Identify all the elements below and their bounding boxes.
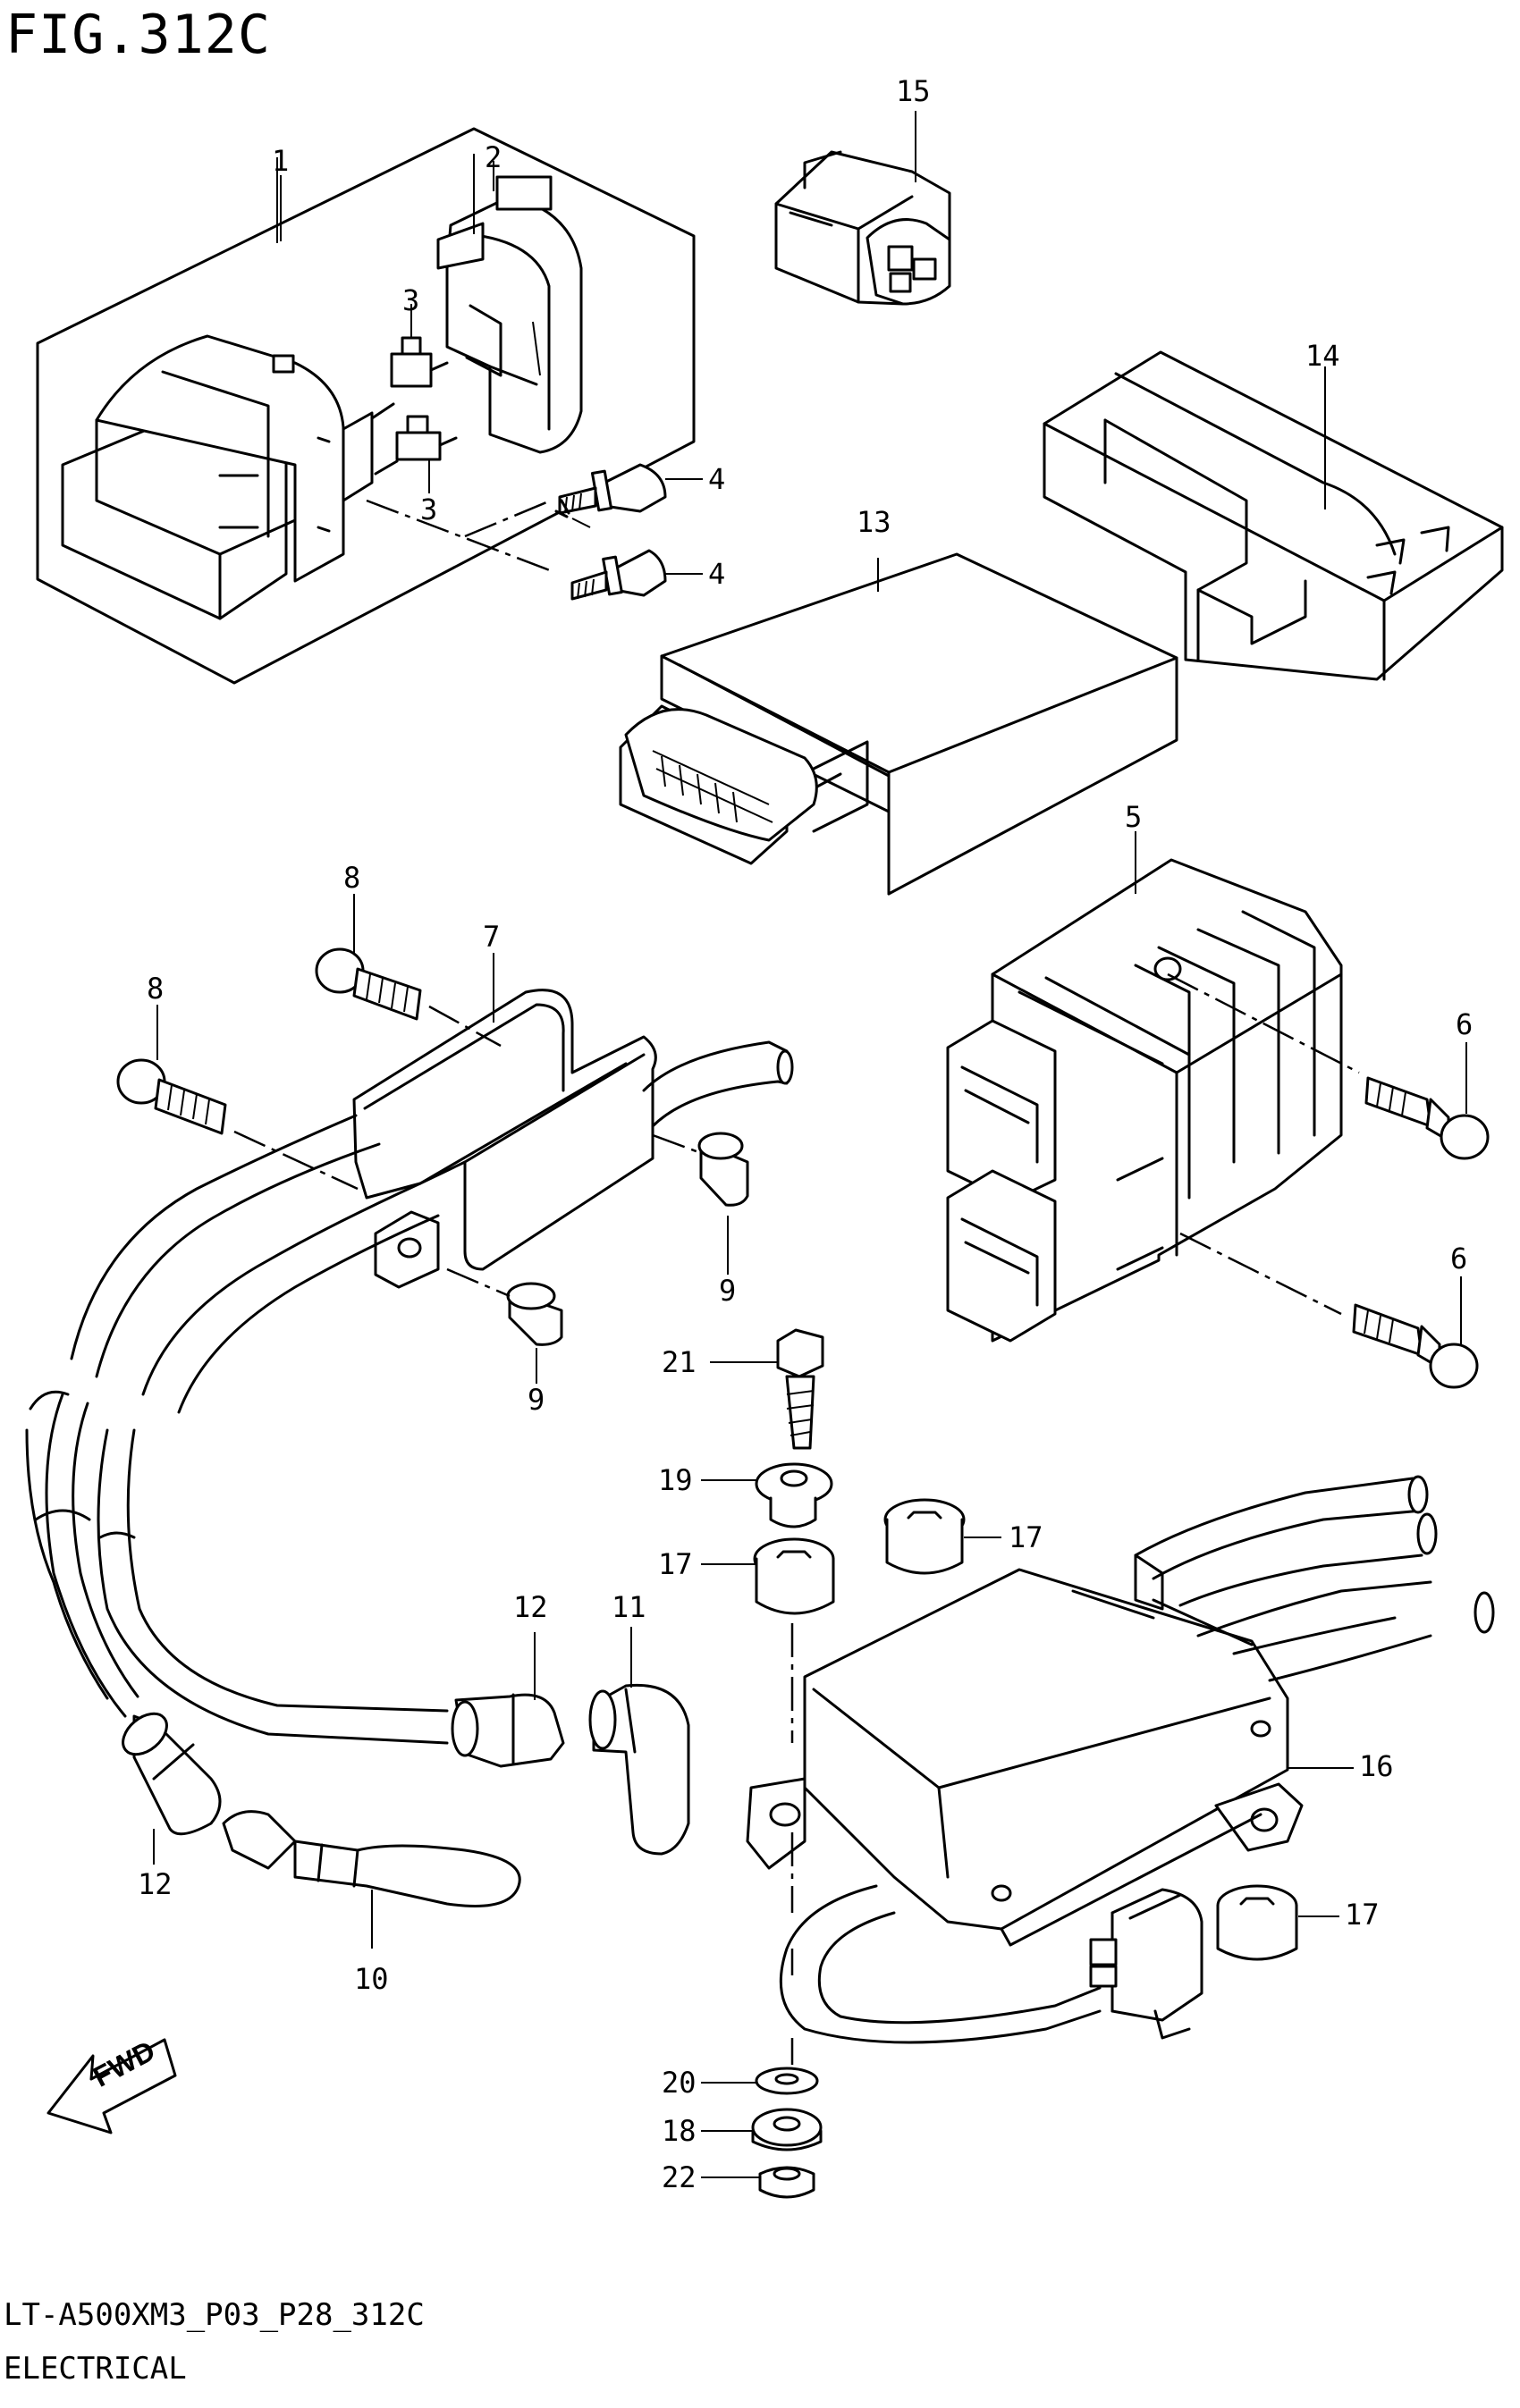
grommet-17-center [753, 1537, 835, 1615]
callout-8-lower: 8 [147, 972, 165, 1006]
leader-lines-top [276, 154, 475, 243]
grommet-17-right [1216, 1884, 1298, 1961]
relay-cover [436, 175, 583, 454]
callout-4-lower: 4 [708, 557, 726, 591]
assembly-line [366, 499, 555, 574]
callout-19: 19 [658, 1463, 693, 1497]
callout-3-upper: 3 [402, 283, 420, 317]
figure-code: LT-A500XM3_P03_P28_312C [4, 2297, 425, 2333]
washer-20 [755, 2067, 819, 2095]
callout-6-upper: 6 [1456, 1007, 1474, 1041]
callout-21: 21 [662, 1345, 697, 1379]
figure-title: FIG.312C [5, 4, 271, 66]
callout-20: 20 [662, 2066, 697, 2100]
callout-11: 11 [612, 1590, 646, 1624]
callout-22: 22 [662, 2160, 697, 2194]
bolt-6-lower [1352, 1303, 1479, 1389]
callout-7: 7 [483, 920, 501, 954]
assembly-line [446, 1267, 511, 1298]
callout-5: 5 [1125, 800, 1143, 834]
screw-upper [558, 463, 667, 515]
assembly-line [1167, 972, 1360, 1074]
callout-17-right: 17 [1345, 1898, 1380, 1932]
callout-10: 10 [354, 1962, 389, 1996]
collar-9-lower [506, 1282, 563, 1346]
callout-12-lower: 12 [138, 1867, 173, 1901]
assembly-line [464, 499, 552, 538]
callout-16: 16 [1359, 1749, 1394, 1783]
fuse-lower [395, 415, 458, 461]
bolt-6-upper [1364, 1076, 1490, 1160]
collar-19 [755, 1462, 833, 1528]
callout-14: 14 [1305, 339, 1340, 373]
callout-3-lower: 3 [420, 493, 438, 526]
callout-2: 2 [485, 140, 502, 174]
callout-1: 1 [272, 144, 290, 178]
assembly-line [1179, 1232, 1342, 1316]
fwd-arrow-icon [46, 2038, 177, 2134]
callout-17-top: 17 [1009, 1520, 1043, 1554]
nut-22 [758, 2166, 815, 2199]
callout-6-lower: 6 [1450, 1242, 1468, 1276]
rubber-boot-12-upper [451, 1693, 565, 1768]
starter-relay [61, 334, 374, 620]
starter-relay-assembly-frame [36, 127, 696, 685]
control-unit-harness [1134, 1475, 1495, 1682]
assembly-line [652, 1133, 702, 1155]
callout-9-lower: 9 [528, 1383, 545, 1417]
grommet-17-top [883, 1498, 966, 1575]
figure-name: ELECTRICAL [4, 2351, 187, 2387]
control-unit-16 [746, 1568, 1304, 1947]
assembly-line [233, 1130, 359, 1191]
control-unit-sub-harness [779, 1884, 1203, 2044]
ignition-coil-7 [352, 989, 794, 1289]
rubber-boot-12-lower [122, 1712, 222, 1836]
ecm-13 [619, 552, 1178, 896]
callout-15: 15 [896, 74, 931, 108]
washer-18 [751, 2108, 823, 2151]
fuse-upper [390, 336, 449, 388]
bolt-8-lower [116, 1058, 227, 1135]
fuse-holder-lines [370, 402, 399, 476]
leader-misc [532, 321, 591, 528]
high-tension-cables [25, 1114, 449, 1745]
spark-plug-cap-10 [222, 1810, 521, 1907]
callout-12-upper: 12 [513, 1590, 548, 1624]
spark-plug-cap-11 [588, 1683, 690, 1856]
callout-17-center: 17 [658, 1547, 693, 1581]
assembly-line [428, 1005, 502, 1048]
callout-9-upper: 9 [719, 1274, 737, 1308]
callout-4-upper: 4 [708, 462, 726, 496]
bolt-21 [776, 1328, 824, 1450]
callout-18: 18 [662, 2114, 697, 2148]
ecm-cover-14 [1043, 350, 1504, 681]
collar-9-upper [697, 1132, 749, 1207]
screw-lower [570, 549, 667, 601]
bolt-8-upper [315, 947, 422, 1021]
regulator-5 [946, 858, 1343, 1343]
callout-8-upper: 8 [343, 861, 361, 895]
screw-line [554, 499, 570, 518]
connector-15 [774, 150, 951, 306]
callout-13: 13 [857, 505, 891, 539]
